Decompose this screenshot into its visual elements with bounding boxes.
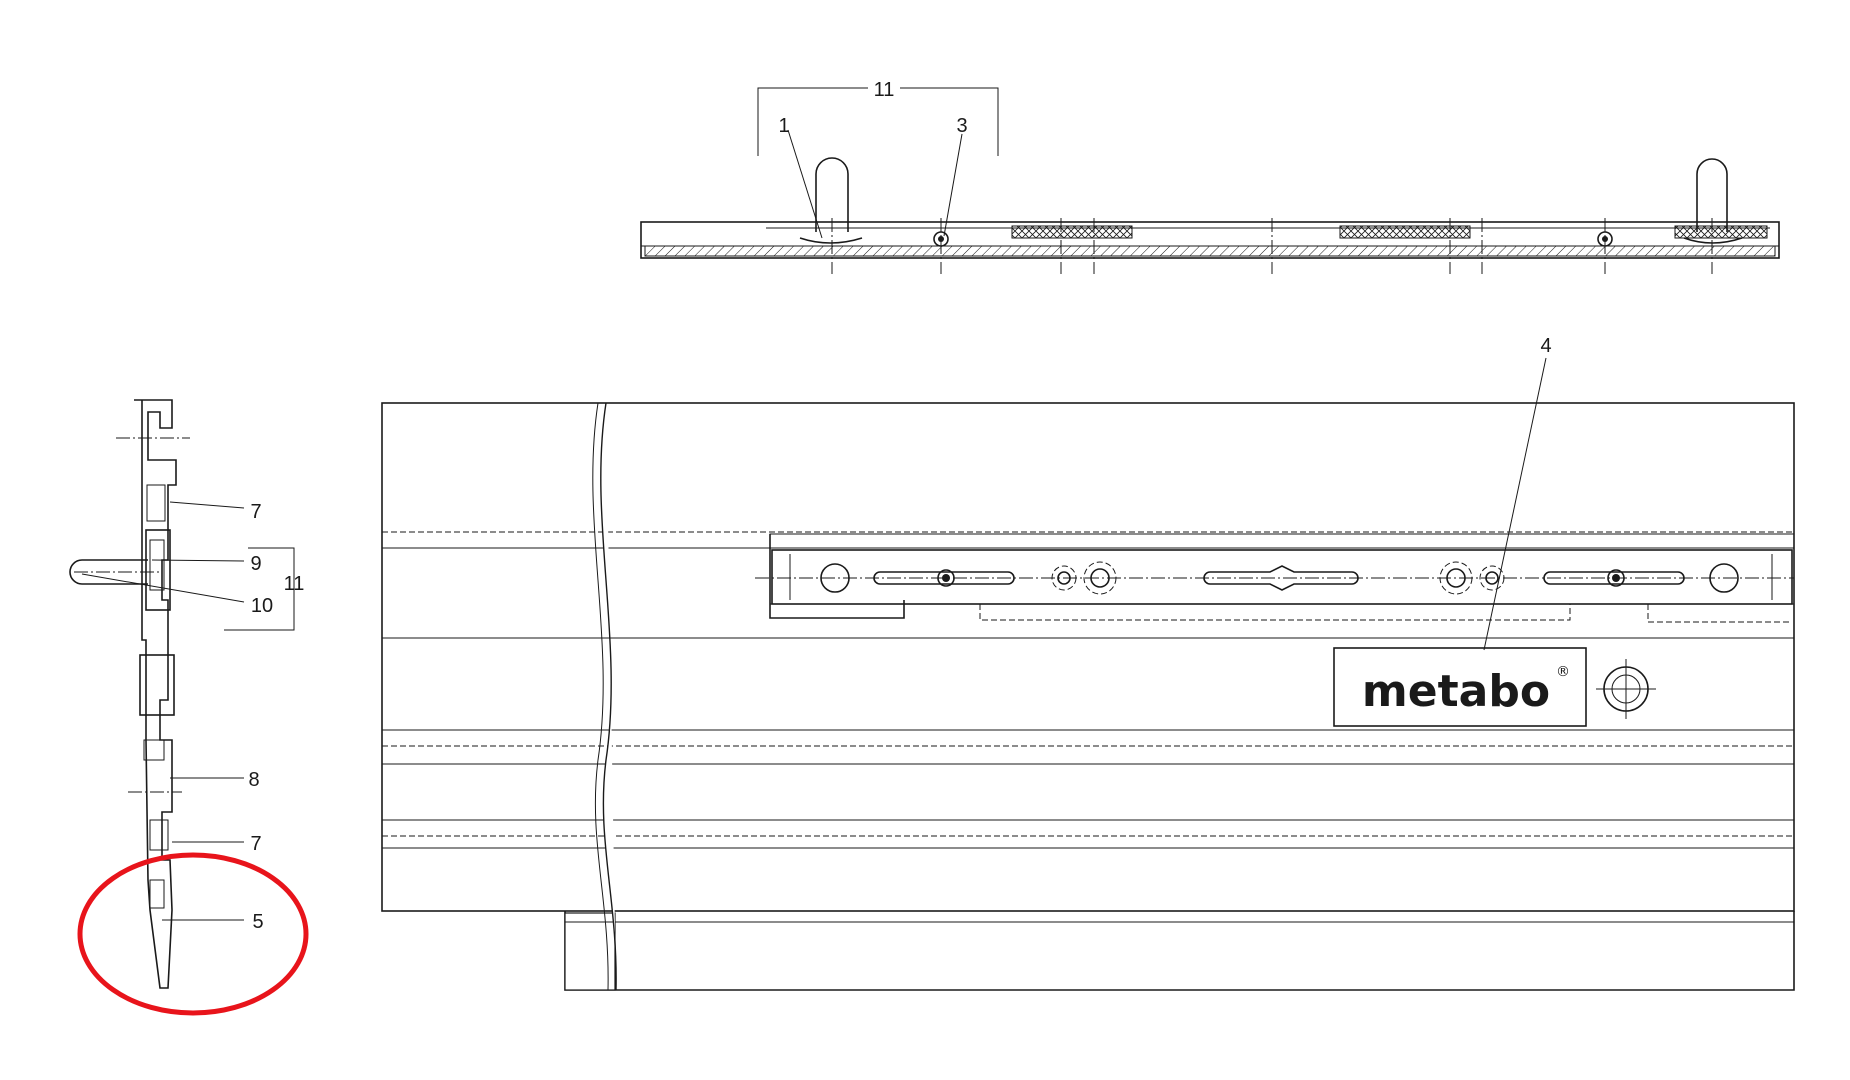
- right-pin: [1696, 158, 1728, 232]
- rail-body-section: [640, 221, 1780, 259]
- adhesive-strip-2: [1339, 225, 1471, 239]
- rail-profile-section: [134, 399, 177, 989]
- hole-left: [820, 563, 850, 593]
- logo-plate-part-4: [1333, 647, 1587, 727]
- adhesive-strip-3: [1674, 225, 1768, 239]
- hole-right: [1709, 563, 1739, 593]
- break-line: [600, 402, 617, 991]
- highlight-ellipse-part-5: [77, 852, 309, 1016]
- label-4: 4: [1540, 335, 1551, 357]
- rail-front-outline: [381, 402, 1795, 912]
- metabo-logo: metabo: [1362, 666, 1550, 717]
- label-1: 1: [778, 115, 789, 137]
- connector-bar: [769, 533, 1795, 605]
- label-3: 3: [956, 115, 967, 137]
- registered-mark: ®: [1556, 664, 1570, 680]
- left-profile-view: 7 9 10 11 8 7 5: [69, 399, 309, 1016]
- label-11-top: 11: [874, 79, 895, 101]
- profile-pin: [69, 559, 148, 585]
- adhesive-strip-1: [1011, 225, 1133, 239]
- slot-left: [873, 571, 1015, 585]
- left-pin: [815, 157, 849, 232]
- label-5: 5: [252, 911, 263, 933]
- slot-center: [1203, 565, 1359, 591]
- slot-right: [1543, 571, 1685, 585]
- label-7-lower: 7: [250, 833, 261, 855]
- label-8: 8: [248, 769, 259, 791]
- label-10: 10: [251, 595, 273, 617]
- label-7-upper: 7: [250, 501, 261, 523]
- label-9: 9: [250, 553, 261, 575]
- label-11-side: 11: [284, 573, 305, 595]
- top-section-view: 11 1 3: [640, 79, 1780, 274]
- profile-clamp-part-9: [145, 529, 171, 611]
- bracket-11-side: [224, 547, 295, 631]
- main-front-view: metabo ® 4: [381, 335, 1795, 991]
